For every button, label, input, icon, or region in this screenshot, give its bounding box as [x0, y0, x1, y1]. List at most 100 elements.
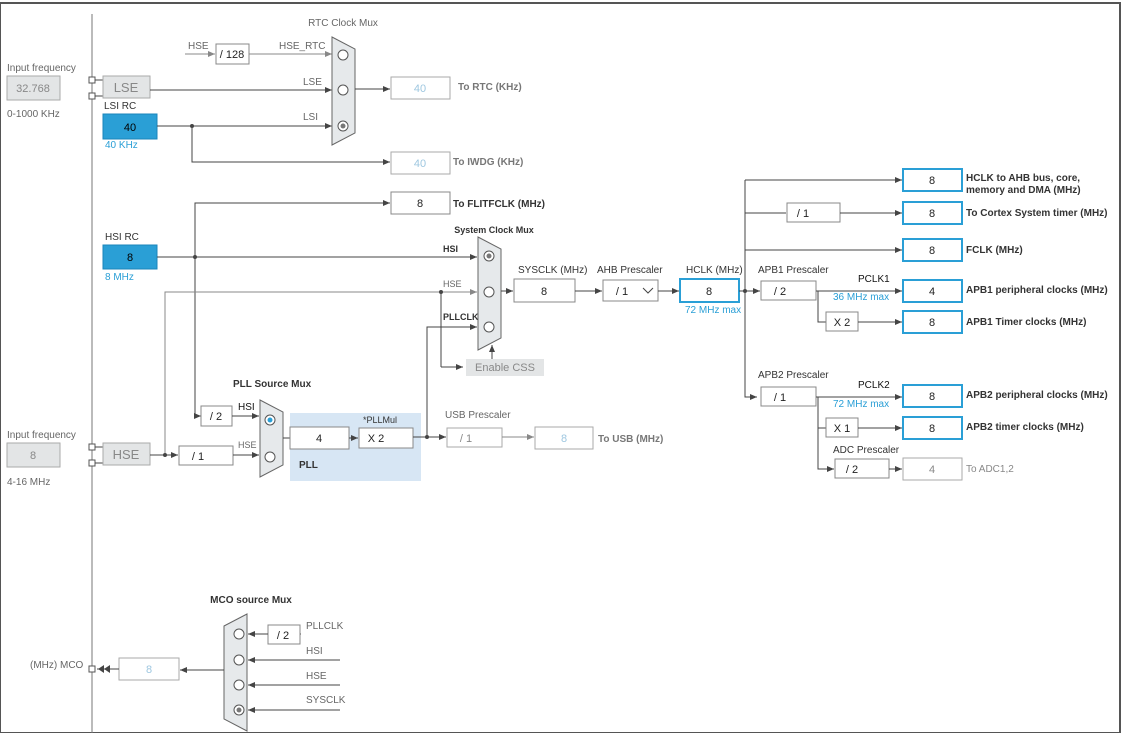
iwdg-output-value: 40 — [414, 158, 426, 170]
usb-prescaler-value: / 1 — [460, 433, 472, 445]
usb-prescaler-field[interactable] — [446, 427, 503, 448]
lsi-value: 40 — [124, 122, 136, 134]
mco-radio-sysclk-dot — [236, 707, 242, 713]
mco-radio-hsi[interactable] — [233, 654, 245, 666]
wire — [817, 397, 826, 429]
adc-output-field[interactable] — [902, 457, 963, 481]
hclk-value: 8 — [706, 286, 712, 298]
enable-css-label: Enable CSS — [475, 362, 535, 374]
apb2-timer-output-label: APB2 timer clocks (MHz) — [966, 422, 1084, 433]
lse-input-freq-field[interactable] — [6, 75, 61, 101]
rtc-output-field[interactable] — [390, 76, 451, 100]
rtc-hse-divider-value: / 128 — [220, 49, 244, 61]
hse-pin — [88, 443, 96, 451]
pll-hsi-divider-value: / 2 — [210, 411, 222, 423]
pll-src-radio-hse[interactable] — [264, 451, 276, 463]
rtc-mux-radio-hse[interactable] — [337, 49, 349, 61]
pll-source-mux — [259, 399, 284, 478]
apb2-timer-output-value: 8 — [929, 423, 935, 435]
wire — [164, 289, 477, 455]
lse-box-label: LSE — [114, 80, 139, 95]
cortex-output[interactable] — [902, 201, 963, 225]
hclk-ahb-output[interactable] — [902, 168, 963, 192]
hsi-title: HSI RC — [105, 232, 139, 243]
pll-hse-label: HSE — [238, 440, 257, 450]
lsi-rc-box[interactable] — [102, 113, 158, 140]
apb2-periph-output-value: 8 — [929, 391, 935, 403]
apb2-periph-output[interactable] — [902, 384, 963, 408]
mco-mux-title: MCO source Mux — [210, 595, 292, 606]
apb1-prescaler-value: / 2 — [774, 286, 786, 298]
adc-prescaler-field[interactable] — [834, 458, 890, 479]
apb2-prescaler-value: / 1 — [774, 392, 786, 404]
ahb-prescaler-select[interactable] — [602, 279, 659, 302]
apb2-periph-output-label: APB2 peripheral clocks (MHz) — [966, 390, 1108, 401]
lse-input-freq-value: 32.768 — [16, 83, 50, 95]
hclk-ahb-label-2: memory and DMA (MHz) — [966, 185, 1081, 196]
cortex-divider-value: / 1 — [797, 208, 809, 220]
fclk-output-value: 8 — [929, 245, 935, 257]
apb2-max: 72 MHz max — [833, 399, 889, 410]
sysmux-radio-hsi-dot — [486, 253, 492, 259]
adc-output-value: 4 — [929, 464, 935, 476]
iwdg-output-field[interactable] — [390, 151, 451, 175]
mco-radio-pllclk[interactable] — [233, 628, 245, 640]
lse-input-freq-title: Input frequency — [7, 63, 76, 74]
apb1-timer-multiplier-value: X 2 — [834, 317, 851, 329]
apb2-timer-multiplier-value: X 1 — [834, 423, 851, 435]
fclk-output[interactable] — [902, 238, 963, 262]
ahb-prescaler-value: / 1 — [616, 286, 628, 298]
apb1-periph-output-value: 4 — [929, 286, 935, 298]
adc-prescaler-label: ADC Prescaler — [833, 445, 900, 456]
pll-multiplier[interactable] — [358, 427, 414, 449]
apb1-prescaler-field[interactable] — [760, 280, 817, 301]
pll-hse-divider[interactable] — [178, 445, 234, 466]
hsi-rc-box[interactable] — [102, 244, 158, 270]
rtc-mux-radio-lse[interactable] — [337, 84, 349, 96]
sysclk-value: 8 — [541, 286, 547, 298]
apb1-timer-output-value: 8 — [929, 317, 935, 329]
apb1-periph-output[interactable] — [902, 279, 963, 303]
mco-pll-divider-value: / 2 — [277, 630, 289, 642]
usb-output-value: 8 — [561, 433, 567, 445]
wire — [817, 291, 826, 323]
pll-name: PLL — [299, 460, 318, 471]
mco-pin — [88, 665, 96, 673]
flitfclk-output-field[interactable] — [390, 191, 451, 215]
lsi-sub: 40 KHz — [105, 140, 138, 151]
mco-radio-hse[interactable] — [233, 679, 245, 691]
hse-oscillator[interactable] — [102, 442, 151, 466]
junction-dot — [163, 453, 167, 457]
usb-output-field[interactable] — [534, 426, 594, 450]
cortex-divider[interactable] — [786, 202, 841, 223]
apb2-timer-output[interactable] — [902, 416, 963, 440]
sysmux-radio-pllclk[interactable] — [483, 321, 495, 333]
sysmux-radio-hse[interactable] — [483, 286, 495, 298]
apb2-prescaler-field[interactable] — [760, 386, 817, 407]
hse-range: 4-16 MHz — [7, 477, 50, 488]
enable-css-button[interactable] — [466, 359, 544, 376]
usb-output-label: To USB (MHz) — [598, 434, 663, 445]
sysmux-hsi-label: HSI — [443, 244, 458, 254]
mco-label: (MHz) MCO — [30, 660, 84, 671]
hse-input-freq-field[interactable] — [6, 442, 61, 468]
hse-box-label: HSE — [113, 447, 140, 462]
hse-input-freq-title: Input frequency — [7, 430, 76, 441]
pll-hsi-label: HSI — [238, 402, 255, 413]
hclk-ahb-label-1: HCLK to AHB bus, core, — [966, 173, 1080, 184]
apb1-timer-output[interactable] — [902, 310, 963, 334]
mco-sysclk-label: SYSCLK — [306, 695, 346, 706]
rtc-output-value: 40 — [414, 83, 426, 95]
rtc-mux-radio-lsi-dot — [340, 123, 346, 129]
wire — [191, 126, 390, 165]
lse-pin — [88, 76, 96, 84]
flitfclk-output-value: 8 — [417, 198, 423, 210]
lse-oscillator[interactable] — [102, 75, 151, 99]
rtc-hse-rtc-label: HSE_RTC — [279, 41, 326, 52]
rtc-output-label: To RTC (KHz) — [458, 82, 522, 93]
junction-dot — [425, 435, 429, 439]
hclk-label: HCLK (MHz) — [686, 265, 743, 276]
wire — [194, 257, 201, 419]
rtc-mux-title: RTC Clock Mux — [308, 18, 378, 29]
